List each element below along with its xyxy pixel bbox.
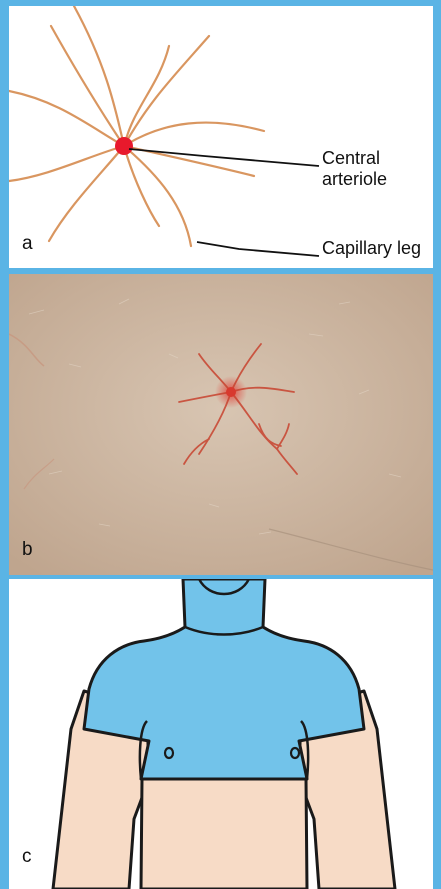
capillary-leg-bottom-right [124, 146, 191, 246]
capillary-leg-bottom [124, 146, 159, 226]
capillary-leg-top-center [124, 46, 169, 146]
capillary-leg-leader-line [197, 242, 319, 256]
central-arteriole-label-line1: Central [322, 148, 380, 168]
capillary-legs [9, 6, 264, 246]
panel-c-distribution: c [9, 579, 433, 889]
capillary-leg-label: Capillary leg [322, 238, 421, 258]
central-arteriole-label-line2: arteriole [322, 169, 387, 189]
capillary-leg-left [9, 146, 124, 181]
capillary-leg-right [124, 123, 264, 146]
panel-b-letter: b [22, 540, 33, 560]
capillary-leg-bottom-left [49, 146, 124, 241]
lesion-central-arteriole [226, 387, 236, 397]
panel-c-letter: c [22, 847, 32, 867]
capillary-leg-top [74, 6, 124, 146]
central-arteriole-dot [115, 137, 133, 155]
panel-a-letter: a [22, 234, 33, 254]
skin-lesion-photo [9, 274, 433, 575]
torso-distribution-diagram [9, 579, 433, 889]
central-arteriole-leader-line [129, 149, 319, 166]
panel-a-schematic: Central arteriole Capillary leg a [9, 6, 433, 268]
capillary-leg-top-left [51, 26, 124, 146]
skin-background [9, 274, 433, 575]
lower-torso [141, 779, 307, 889]
panel-b-photo: b [9, 274, 433, 575]
spider-angioma-diagram [9, 6, 433, 268]
